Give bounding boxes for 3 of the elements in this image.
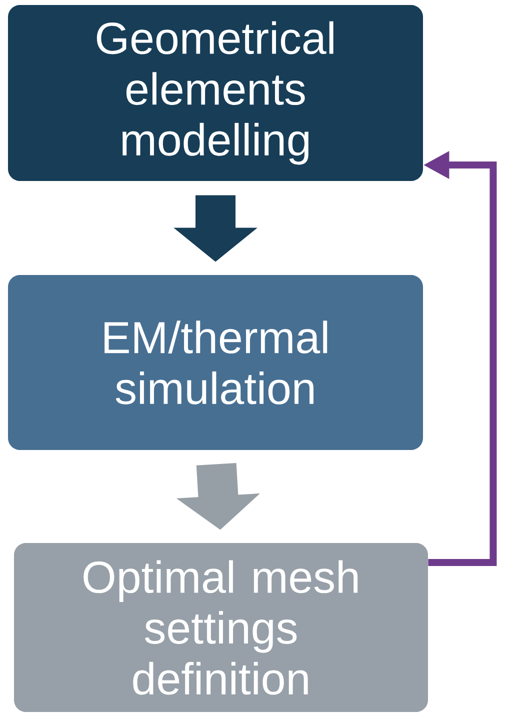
process-box: Geometrical elements modelling — [8, 5, 423, 181]
process-box: Optimal mesh settings definition — [14, 543, 428, 712]
process-box: EM/thermal simulation — [8, 275, 423, 450]
